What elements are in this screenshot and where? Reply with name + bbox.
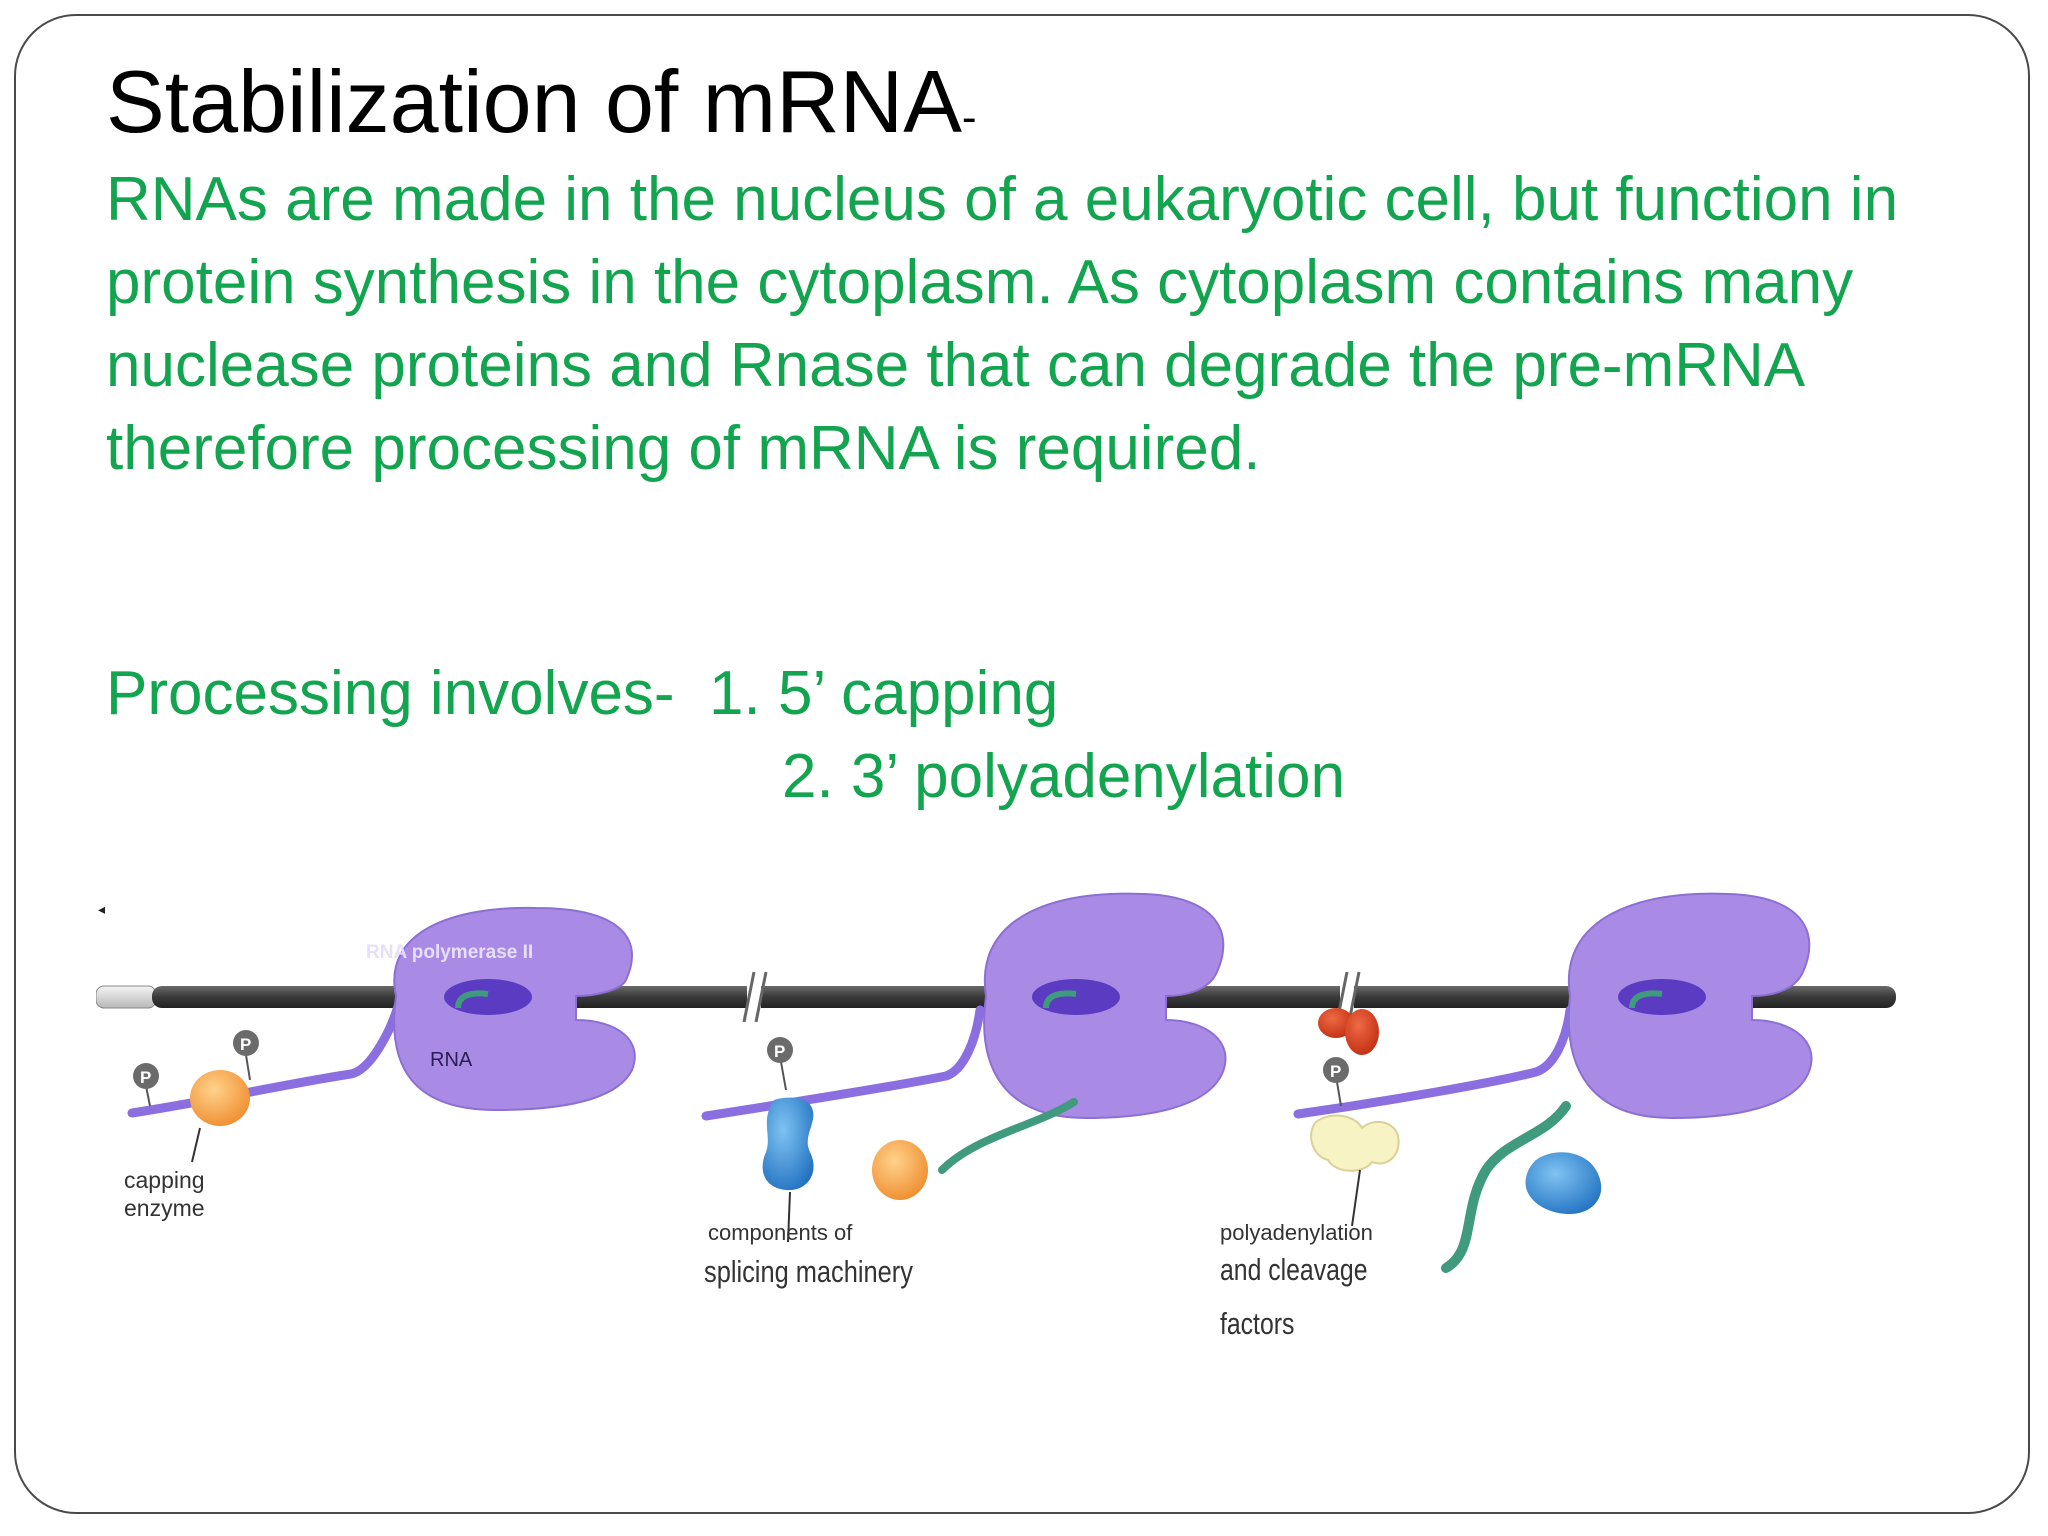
splicing-factor bbox=[1525, 1152, 1602, 1214]
active-site bbox=[1618, 979, 1706, 1015]
dna-break-2 bbox=[1335, 971, 1361, 1023]
cleavage-factor bbox=[1318, 1008, 1354, 1038]
svg-text:P: P bbox=[240, 1035, 251, 1054]
polya-factor bbox=[1310, 1114, 1400, 1172]
polya-label-line2: and cleavage bbox=[1220, 1252, 1367, 1286]
processing-item-polyadenylation: 2. 3’ polyadenylation bbox=[782, 742, 1345, 811]
mrna-processing-diagram: ◂ RNA polymerase II RNA P bbox=[96, 892, 1896, 1341]
slide-frame bbox=[14, 14, 2030, 1514]
rna-transcript bbox=[1043, 990, 1077, 1009]
capping-label-line2: enzyme bbox=[124, 1195, 205, 1221]
capping-enzyme bbox=[872, 1140, 928, 1200]
rna-transcript bbox=[938, 1098, 1078, 1174]
stage-capping: RNA polymerase II RNA P P capping enzyme bbox=[124, 906, 636, 1221]
splicing-factor bbox=[762, 1097, 814, 1191]
phosphate-icon: P bbox=[233, 1030, 259, 1081]
polya-label-line3: factors bbox=[1220, 1306, 1294, 1340]
capping-label-line1: capping bbox=[124, 1167, 205, 1193]
processing-list: Processing involves- 1. 5’ capping 2. 3’… bbox=[106, 652, 1345, 818]
cleavage-factor bbox=[1345, 1009, 1379, 1055]
slide-title-dash: - bbox=[961, 93, 977, 142]
phosphate-icon: P bbox=[767, 1037, 793, 1091]
corner-mark: ◂ bbox=[98, 901, 105, 917]
processing-item-capping: 1. 5’ capping bbox=[709, 659, 1059, 728]
rna-transcript bbox=[1629, 990, 1663, 1009]
ctd-tail bbox=[1293, 1005, 1575, 1119]
phosphate-icon: P bbox=[1323, 1057, 1349, 1107]
stage-splicing: P components of splicing machinery bbox=[701, 892, 1227, 1290]
slide-title: Stabilization of mRNA- bbox=[106, 52, 977, 168]
rna-transcript bbox=[1441, 1101, 1571, 1273]
ctd-tail bbox=[701, 1005, 985, 1121]
svg-text:P: P bbox=[1330, 1062, 1341, 1081]
stage-polyadenylation: P polyadenylation and cleavage factors bbox=[1220, 892, 1813, 1341]
active-site bbox=[444, 979, 532, 1015]
slide-title-text: Stabilization of mRNA bbox=[106, 52, 962, 151]
svg-text:P: P bbox=[140, 1068, 151, 1087]
splicing-label-line2: splicing machinery bbox=[704, 1255, 914, 1290]
rna-transcript bbox=[455, 990, 489, 1009]
dna-break-1 bbox=[742, 971, 768, 1023]
active-site bbox=[1032, 979, 1120, 1015]
processing-label: Processing involves- bbox=[106, 659, 675, 728]
rna-label: RNA bbox=[430, 1049, 473, 1071]
polya-label-line1: polyadenylation bbox=[1220, 1220, 1373, 1245]
slide-paragraph: RNAs are made in the nucleus of a eukary… bbox=[106, 165, 1899, 483]
polymerase-label: RNA polymerase II bbox=[366, 942, 533, 963]
phosphate-icon: P bbox=[133, 1063, 159, 1107]
svg-text:P: P bbox=[774, 1042, 785, 1061]
ctd-tail bbox=[127, 1001, 403, 1118]
splicing-label-line1: components of bbox=[708, 1220, 853, 1245]
capping-enzyme bbox=[190, 1070, 250, 1126]
